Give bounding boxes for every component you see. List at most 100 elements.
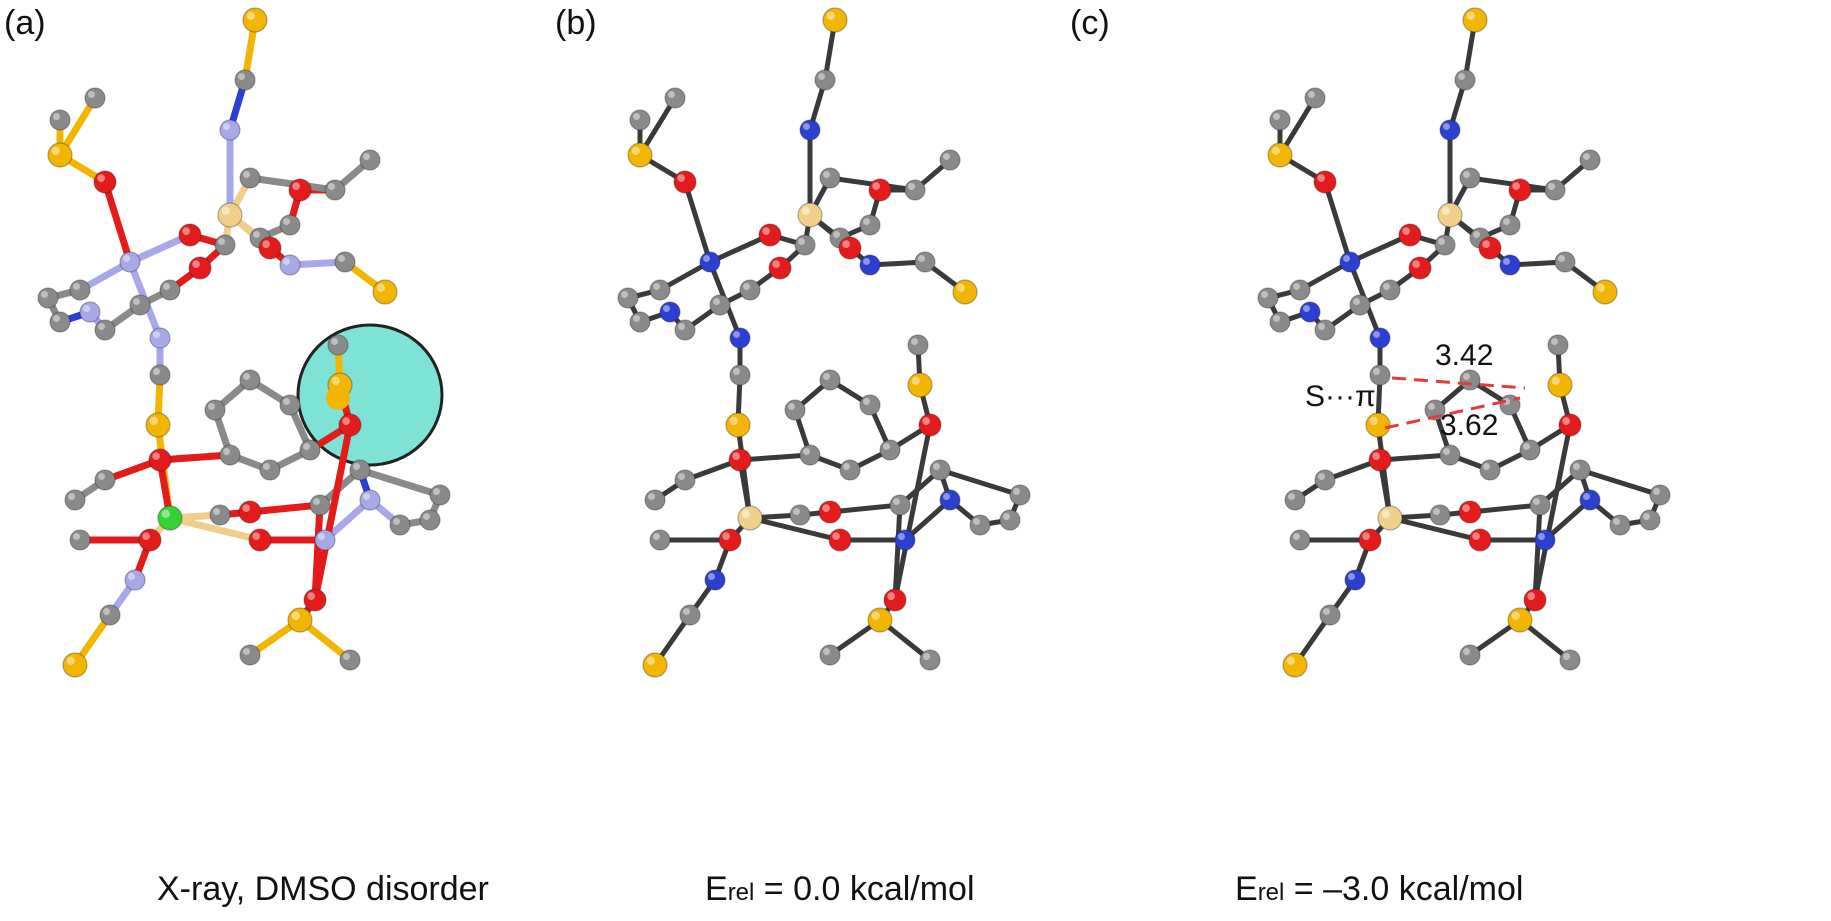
- caption-b-prefix: E: [705, 870, 728, 908]
- atom-4: [664, 87, 686, 109]
- atom-1: [1454, 69, 1476, 91]
- atom-38: [1368, 448, 1392, 472]
- molecule-structure-calc-c: 3.423.62S···π: [1257, 7, 1671, 678]
- atom-highlight-21: [678, 323, 685, 330]
- atom-48: [1639, 509, 1661, 531]
- atom-48: [999, 509, 1021, 531]
- caption-b: Erel = 0.0 kcal/mol: [705, 870, 975, 909]
- atom-highlight-52: [832, 532, 840, 541]
- atom-21: [1314, 319, 1336, 341]
- atom-highlight-40: [1288, 493, 1295, 500]
- atom-36: [259, 459, 281, 481]
- atom-33: [239, 369, 261, 391]
- bond-6: [682, 179, 713, 265]
- atom-43: [1458, 500, 1482, 524]
- atom-highlight-1: [818, 73, 825, 80]
- atom-highlight-27: [1558, 255, 1565, 262]
- atom-highlight-36: [1483, 463, 1490, 470]
- atom-highlight-41: [161, 509, 170, 518]
- bond-52: [1577, 467, 1663, 498]
- atom-59: [1282, 652, 1308, 678]
- atom-highlight-11: [1473, 231, 1480, 238]
- atom-32: [204, 399, 226, 421]
- bond-55: [166, 514, 264, 544]
- atom-61: [287, 607, 313, 633]
- bond-64: [311, 421, 354, 604]
- atom-20: [1299, 301, 1321, 323]
- bond-68: [892, 502, 903, 603]
- atom-highlight-39: [1318, 473, 1325, 480]
- atom-highlight-9: [798, 238, 805, 245]
- atom-7: [119, 251, 141, 273]
- atom-highlight-49: [1653, 488, 1660, 495]
- atom-highlight-25: [262, 240, 270, 248]
- atom-highlight-26: [863, 258, 870, 265]
- atom-30: [1369, 364, 1391, 386]
- atom-highlight-1: [238, 73, 245, 80]
- atom-8: [1398, 223, 1422, 247]
- atom-highlight-4: [668, 91, 675, 98]
- caption-c: Erel = –3.0 kcal/mol: [1235, 870, 1523, 909]
- atom-56: [1547, 334, 1569, 356]
- bond-46: [827, 502, 903, 515]
- atom-17: [1289, 279, 1311, 301]
- atom-highlight-49: [433, 488, 440, 495]
- atom-highlight-51: [73, 533, 80, 540]
- atom-highlight-44: [313, 498, 320, 505]
- atom-highlight-8: [1402, 227, 1410, 235]
- atom-highlight-20: [1303, 305, 1310, 312]
- atom-highlight-58: [103, 608, 110, 615]
- atom-highlight-60: [1527, 592, 1535, 601]
- atom-19: [1269, 311, 1291, 333]
- atom-62: [819, 644, 841, 666]
- atom-24: [188, 256, 212, 280]
- atom-17: [69, 279, 91, 301]
- atom-39: [94, 469, 116, 491]
- bond-46: [1467, 502, 1543, 515]
- atom-highlight-10: [221, 206, 230, 215]
- atom-23: [1379, 279, 1401, 301]
- atom-highlight-42: [793, 508, 800, 515]
- atom-highlight-20: [83, 305, 90, 312]
- atom-14: [904, 179, 926, 201]
- atom-15: [939, 149, 961, 171]
- atom-highlight-5: [1271, 146, 1280, 155]
- bond-40: [1377, 452, 1453, 463]
- atom-highlight-45: [933, 463, 940, 470]
- atom-52: [248, 528, 272, 552]
- atom-highlight-17: [73, 283, 80, 290]
- atom-highlight-28: [956, 283, 965, 292]
- atom-33: [819, 369, 841, 391]
- atom-highlight-18: [41, 291, 48, 298]
- atom-27: [334, 251, 356, 273]
- atom-highlight-59: [1286, 656, 1295, 665]
- atom-3: [629, 109, 651, 131]
- atom-34: [859, 394, 881, 416]
- atom-45: [1569, 459, 1591, 481]
- atom-highlight-43: [1462, 504, 1470, 512]
- atom-28: [372, 279, 398, 305]
- atom-highlight-47: [1613, 518, 1620, 525]
- atom-5: [1267, 142, 1293, 168]
- atom-31: [1365, 412, 1391, 438]
- atom-highlight-17: [653, 283, 660, 290]
- molecule-structure-xray: [37, 7, 451, 678]
- atom-highlight-15: [363, 153, 370, 160]
- atom-highlight-10: [801, 206, 810, 215]
- panel-label-c: (c): [1070, 4, 1110, 42]
- atom-55: [907, 372, 933, 398]
- atom-7: [699, 251, 721, 273]
- atom-63: [919, 649, 941, 671]
- atom-highlight-43: [822, 504, 830, 512]
- atom-highlight-62: [1463, 648, 1470, 655]
- atom-59: [62, 652, 88, 678]
- atom-highlight-59: [646, 656, 655, 665]
- atom-46: [1579, 489, 1601, 511]
- atom-10: [797, 202, 823, 228]
- bond-68: [311, 501, 324, 604]
- atom-61: [1507, 607, 1533, 633]
- atom-highlight-5: [51, 146, 60, 155]
- atom-highlight-46: [363, 493, 370, 500]
- atom-highlight-50: [142, 532, 150, 541]
